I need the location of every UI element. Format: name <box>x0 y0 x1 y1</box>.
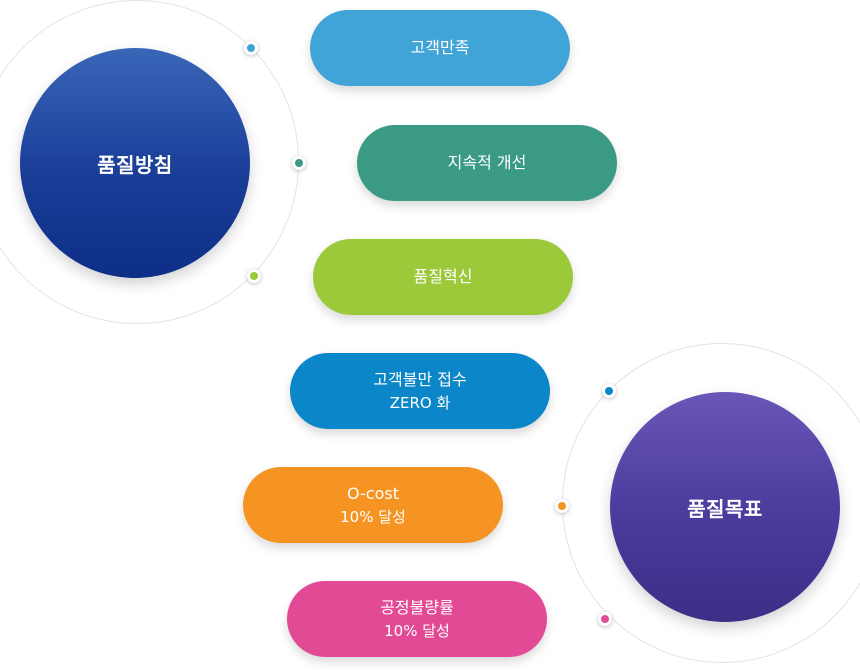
policy-item-label: 지속적 개선 <box>447 153 527 172</box>
goal-item-target: 10% 달성 <box>384 622 450 640</box>
goal-item-defect-rate: 공정불량률 10% 달성 <box>287 581 547 657</box>
goal-item-target: ZERO 화 <box>389 394 451 412</box>
policy-dot-3 <box>247 269 261 283</box>
policy-item-label: 품질혁신 <box>413 267 473 286</box>
goal-item-o-cost: O-cost 10% 달성 <box>243 467 503 543</box>
policy-dot-2 <box>292 156 306 170</box>
goal-dot-3 <box>598 612 612 626</box>
goal-item-title: O-cost <box>346 484 399 503</box>
goal-dot-1 <box>602 384 616 398</box>
goal-item-title: 고객불만 접수 <box>373 370 467 389</box>
quality-goal-label: 품질목표 <box>687 496 763 521</box>
policy-dot-1 <box>244 41 258 55</box>
quality-goal-circle: 품질목표 <box>610 392 840 622</box>
goal-item-complaints-zero: 고객불만 접수 ZERO 화 <box>290 353 550 429</box>
quality-policy-label: 품질방침 <box>97 152 173 177</box>
policy-item-label: 고객만족 <box>410 38 470 57</box>
goal-dot-2 <box>555 499 569 513</box>
goal-item-target: 10% 달성 <box>340 508 406 526</box>
policy-item-customer-satisfaction: 고객만족 <box>310 10 570 86</box>
goal-item-title: 공정불량률 <box>380 598 454 617</box>
policy-item-continuous-improvement: 지속적 개선 <box>357 125 617 201</box>
quality-policy-circle: 품질방침 <box>20 48 250 278</box>
policy-item-quality-innovation: 품질혁신 <box>313 239 573 315</box>
